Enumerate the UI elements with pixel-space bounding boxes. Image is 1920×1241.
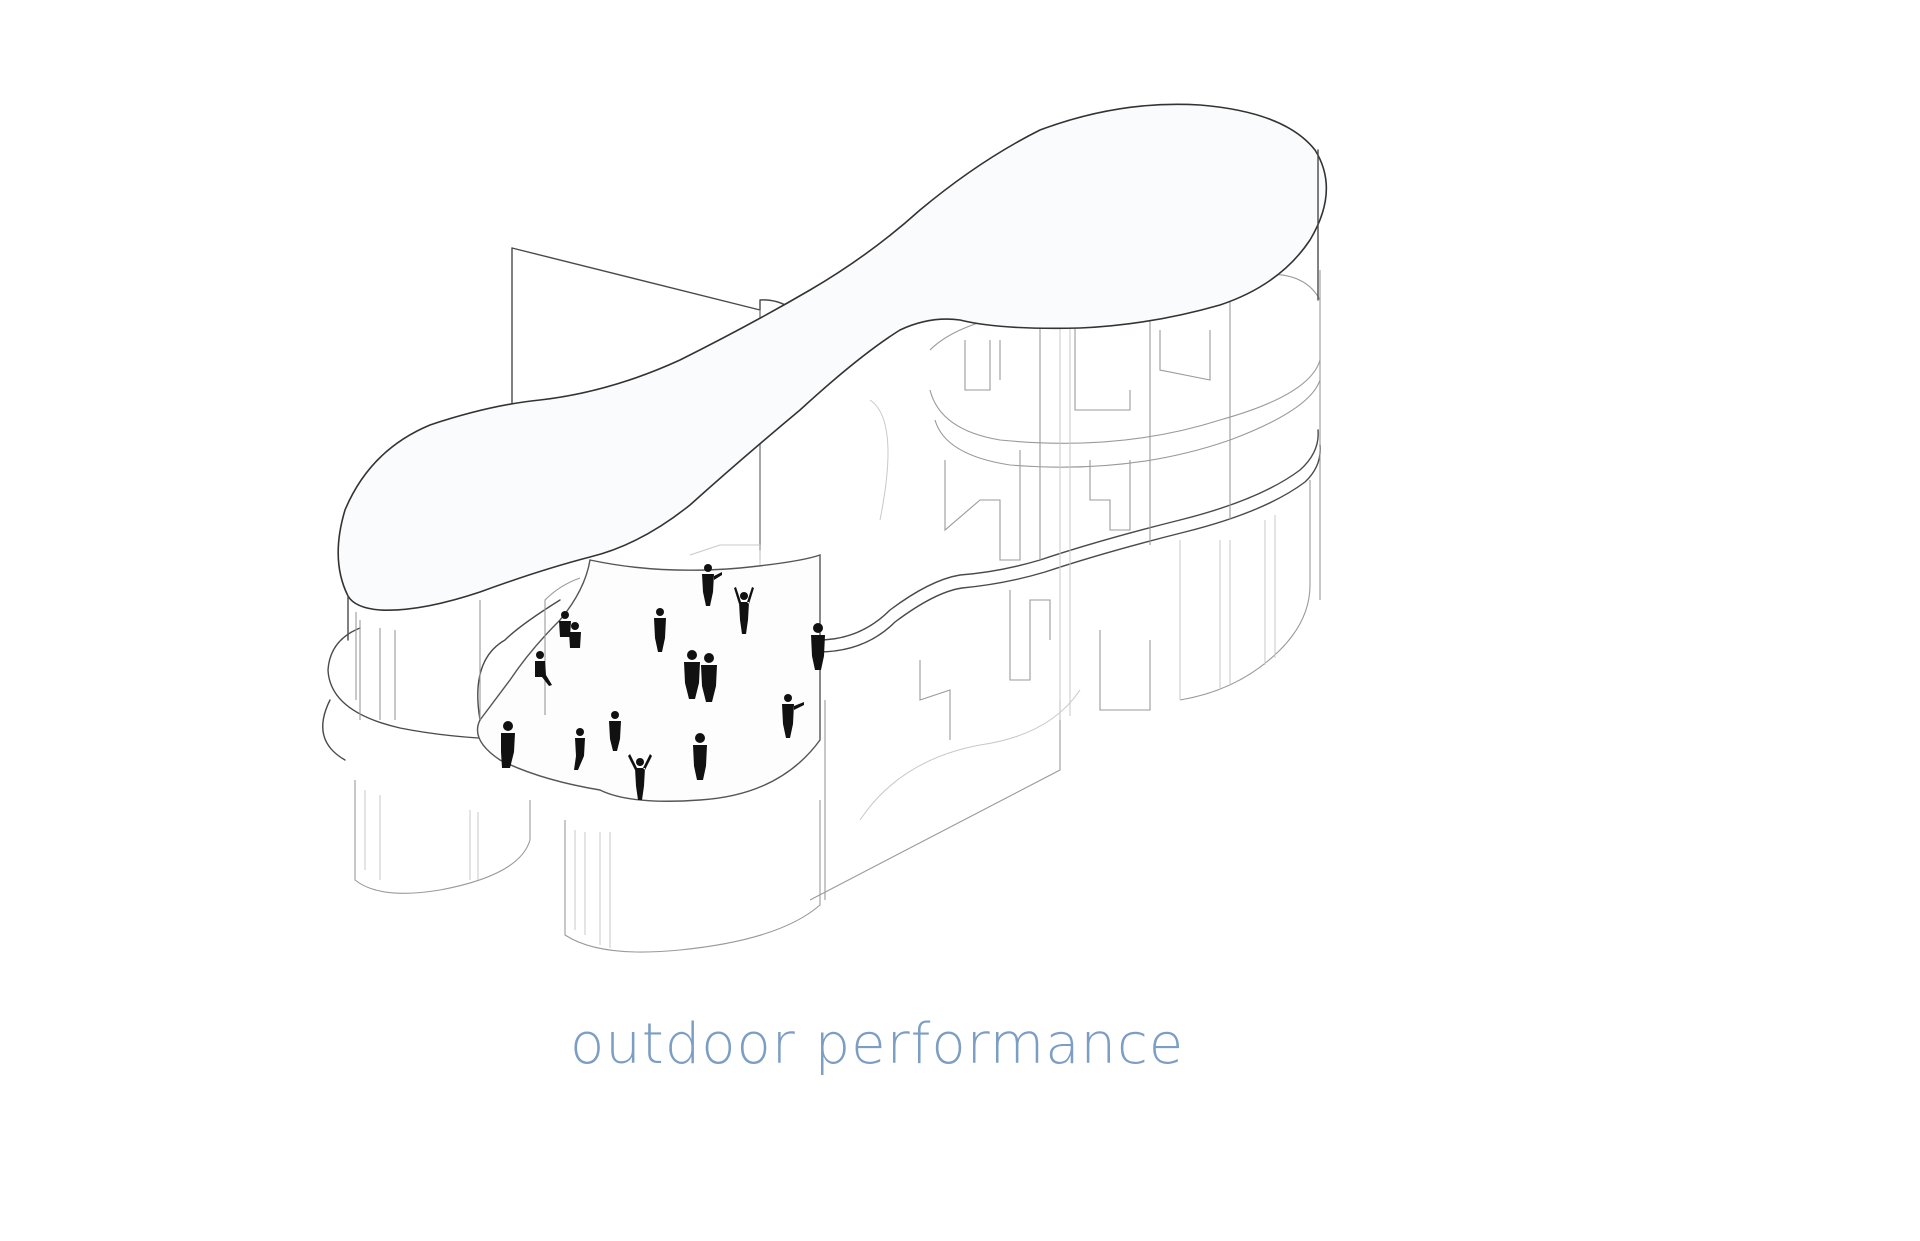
person xyxy=(609,711,621,751)
person xyxy=(535,651,552,686)
person xyxy=(628,754,652,800)
upper-floors xyxy=(869,270,1321,740)
person xyxy=(569,622,581,648)
mid-floor-slab xyxy=(322,429,1321,761)
performance-plaza xyxy=(476,554,821,802)
person xyxy=(501,721,515,768)
person xyxy=(811,623,825,670)
left-block xyxy=(359,600,481,720)
person xyxy=(654,608,666,652)
person xyxy=(574,728,585,770)
person xyxy=(684,650,700,699)
person xyxy=(559,611,571,637)
person xyxy=(734,587,754,634)
roof-canopy xyxy=(337,103,1328,611)
diagram-caption: outdoor performance xyxy=(570,1012,1185,1077)
person xyxy=(701,653,717,702)
crowd xyxy=(501,564,825,800)
ground-level-glazing xyxy=(354,480,1311,953)
person xyxy=(693,733,707,780)
person xyxy=(782,694,804,738)
person xyxy=(702,564,722,606)
